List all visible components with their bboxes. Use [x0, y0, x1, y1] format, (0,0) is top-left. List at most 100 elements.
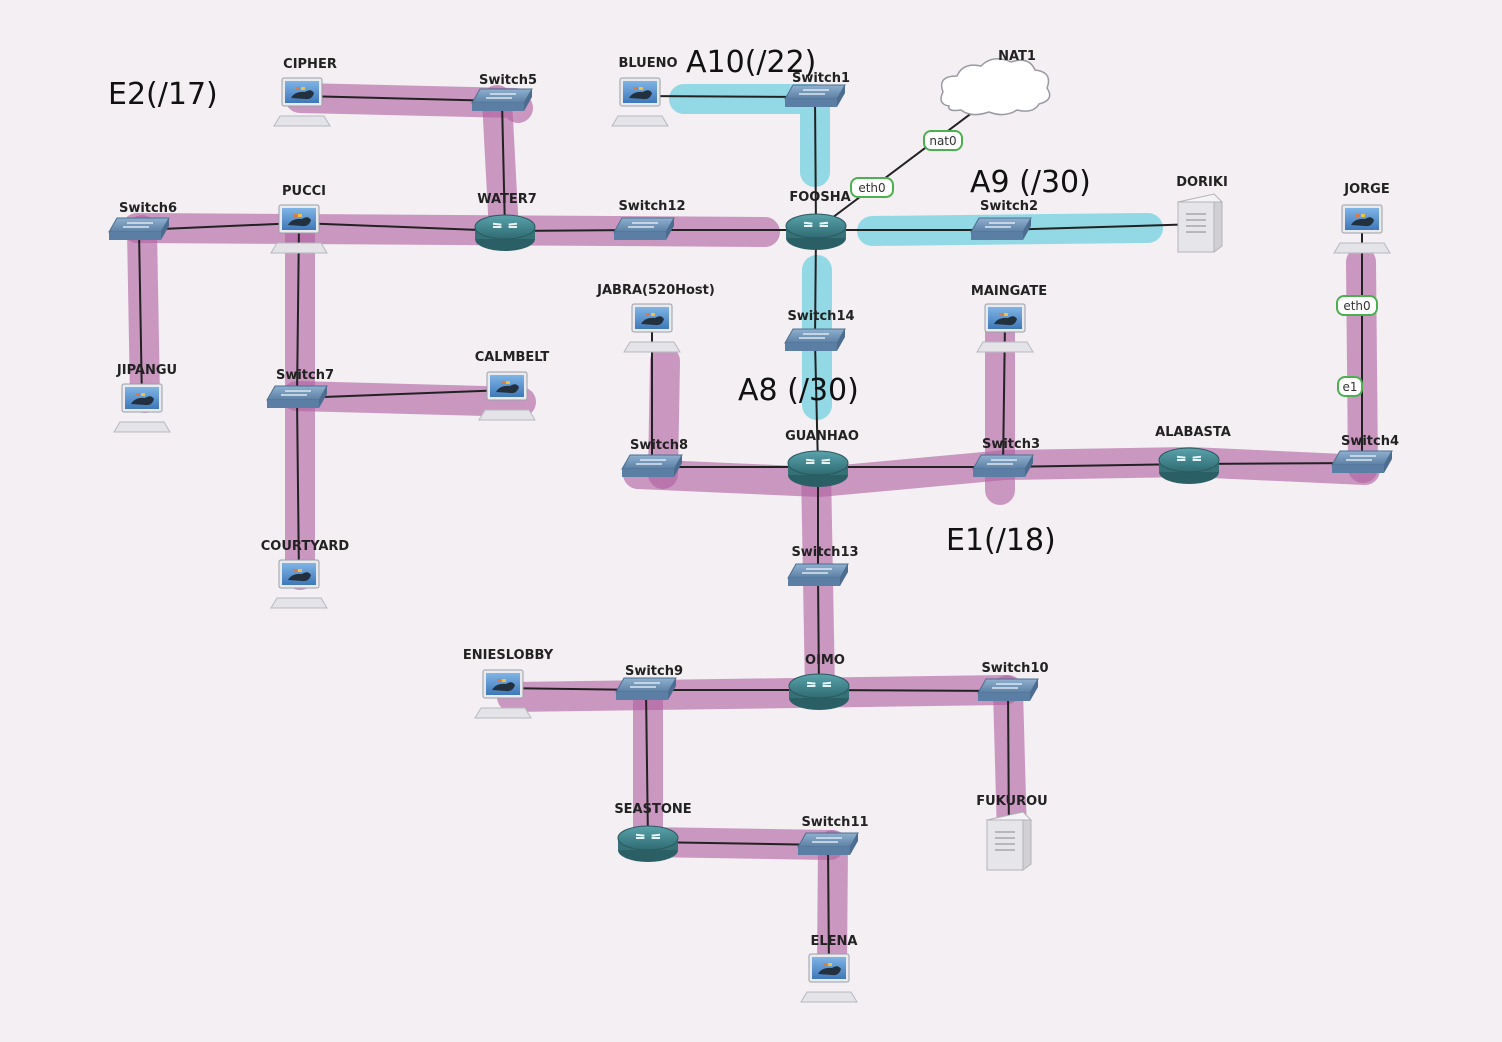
node-switch3-switch[interactable]: Switch3 — [972, 437, 1040, 477]
host-icon — [270, 559, 328, 609]
node-jorge-host[interactable]: JORGE — [1333, 182, 1391, 254]
server-icon — [1177, 193, 1223, 253]
node-label: OIMO — [805, 653, 845, 668]
node-label: Switch3 — [982, 437, 1040, 452]
link-cipher-switch5 — [301, 95, 503, 102]
node-label: GUANHAO — [785, 429, 859, 444]
node-alabasta-router[interactable]: ALABASTA — [1155, 425, 1231, 484]
link-switch14-guanhao — [814, 340, 819, 468]
switch-icon — [970, 217, 1032, 240]
node-calmbelt-host[interactable]: CALMBELT — [475, 350, 550, 421]
node-switch6-switch[interactable]: Switch6 — [108, 201, 177, 240]
annotation-a10: A10(/22) — [686, 45, 816, 80]
node-label: JABRA(520Host) — [596, 283, 715, 298]
router-icon — [787, 450, 849, 487]
node-label: Switch7 — [276, 368, 334, 383]
link-foosha-nat1 — [815, 93, 998, 231]
node-label: ENIESLOBBY — [463, 648, 554, 663]
router-icon — [1158, 447, 1220, 484]
link-switch3-alabasta — [1002, 463, 1190, 468]
node-switch9-switch[interactable]: Switch9 — [615, 664, 683, 700]
node-label: CIPHER — [283, 57, 337, 72]
node-switch8-switch[interactable]: Switch8 — [621, 438, 688, 477]
node-switch13-switch[interactable]: Switch13 — [787, 545, 859, 586]
node-fukurou-server[interactable]: FUKUROU — [976, 794, 1048, 871]
node-switch11-switch[interactable]: Switch11 — [797, 815, 869, 855]
switch-icon — [615, 677, 677, 700]
link-switch11-elena — [827, 844, 830, 973]
node-label: PUCCI — [282, 184, 326, 199]
host-icon — [976, 303, 1034, 353]
switch-icon — [784, 328, 846, 351]
host-icon — [623, 303, 681, 353]
svg-text:e1: e1 — [1342, 380, 1357, 394]
switch-icon — [613, 217, 675, 240]
node-elena-host[interactable]: ELENA — [800, 934, 858, 1003]
node-foosha-router[interactable]: FOOSHA — [785, 190, 851, 250]
router-icon — [788, 673, 850, 710]
node-switch5-switch[interactable]: Switch5 — [471, 73, 537, 111]
node-switch14-switch[interactable]: Switch14 — [784, 309, 855, 351]
node-label: JORGE — [1343, 182, 1389, 197]
node-jabra-host[interactable]: JABRA(520Host) — [596, 283, 715, 353]
annotation-a8: A8 (/30) — [738, 373, 859, 408]
svg-text:eth0: eth0 — [858, 181, 885, 195]
link-switch7-calmbelt — [296, 389, 508, 399]
svg-text:eth0: eth0 — [1343, 299, 1370, 313]
port-label-eth0-foosha: eth0 — [850, 177, 894, 198]
node-switch10-switch[interactable]: Switch10 — [977, 661, 1049, 701]
cloud-icon — [940, 58, 1051, 116]
highlight-subnet-pink — [127, 215, 160, 413]
annotation-a9: A9 (/30) — [970, 165, 1091, 200]
node-label: Switch13 — [791, 545, 858, 560]
node-switch4-switch[interactable]: Switch4 — [1331, 434, 1399, 473]
node-label: Switch8 — [630, 438, 688, 453]
node-oimo-router[interactable]: OIMO — [788, 653, 850, 710]
node-label: Switch11 — [801, 815, 868, 830]
node-nat1-cloud[interactable]: NAT1 — [940, 49, 1051, 116]
node-maingate-host[interactable]: MAINGATE — [971, 284, 1047, 353]
node-switch7-switch[interactable]: Switch7 — [266, 368, 334, 408]
node-seastone-router[interactable]: SEASTONE — [614, 802, 692, 862]
node-enieslobby-host[interactable]: ENIESLOBBY — [463, 648, 554, 719]
host-icon — [1333, 204, 1391, 254]
node-switch2-switch[interactable]: Switch2 — [970, 199, 1038, 240]
node-blueno-host[interactable]: BLUENO — [611, 56, 678, 127]
node-switch1-switch[interactable]: Switch1 — [784, 71, 850, 107]
switch-icon — [784, 84, 846, 107]
handwritten-annotations: E2(/17) A10(/22) A9 (/30) A8 (/30) E1(/1… — [108, 45, 1091, 558]
node-label: SEASTONE — [614, 802, 691, 817]
node-water7-router[interactable]: WATER7 — [474, 192, 537, 251]
router-icon — [785, 213, 847, 250]
switch-icon — [972, 454, 1034, 477]
node-label: CALMBELT — [475, 350, 550, 365]
node-label: Switch6 — [119, 201, 177, 216]
node-label: NAT1 — [998, 49, 1036, 64]
node-label: Switch9 — [625, 664, 683, 679]
highlight-subnet-pink — [817, 830, 848, 980]
node-label: Switch5 — [479, 73, 537, 88]
node-switch12-switch[interactable]: Switch12 — [613, 199, 686, 240]
port-label-eth0-jorge: eth0 — [1336, 295, 1378, 316]
node-label: FOOSHA — [789, 190, 850, 205]
node-guanhao-router[interactable]: GUANHAO — [785, 429, 859, 487]
node-doriki-server[interactable]: DORIKI — [1176, 175, 1228, 253]
switch-icon — [787, 563, 849, 586]
node-label: ELENA — [811, 934, 858, 949]
switch-icon — [266, 385, 328, 408]
highlight-subnet-cyan — [669, 84, 830, 187]
switch-icon — [977, 678, 1039, 701]
node-courtyard-host[interactable]: COURTYARD — [261, 539, 350, 609]
node-label: BLUENO — [618, 56, 677, 71]
node-cipher-host[interactable]: CIPHER — [273, 57, 337, 127]
node-pucci-host[interactable]: PUCCI — [270, 184, 328, 254]
host-icon — [474, 669, 532, 719]
node-label: DORIKI — [1176, 175, 1228, 190]
host-icon — [611, 77, 669, 127]
node-jipangu-host[interactable]: JIPANGU — [113, 363, 177, 433]
node-label: JIPANGU — [116, 363, 177, 378]
